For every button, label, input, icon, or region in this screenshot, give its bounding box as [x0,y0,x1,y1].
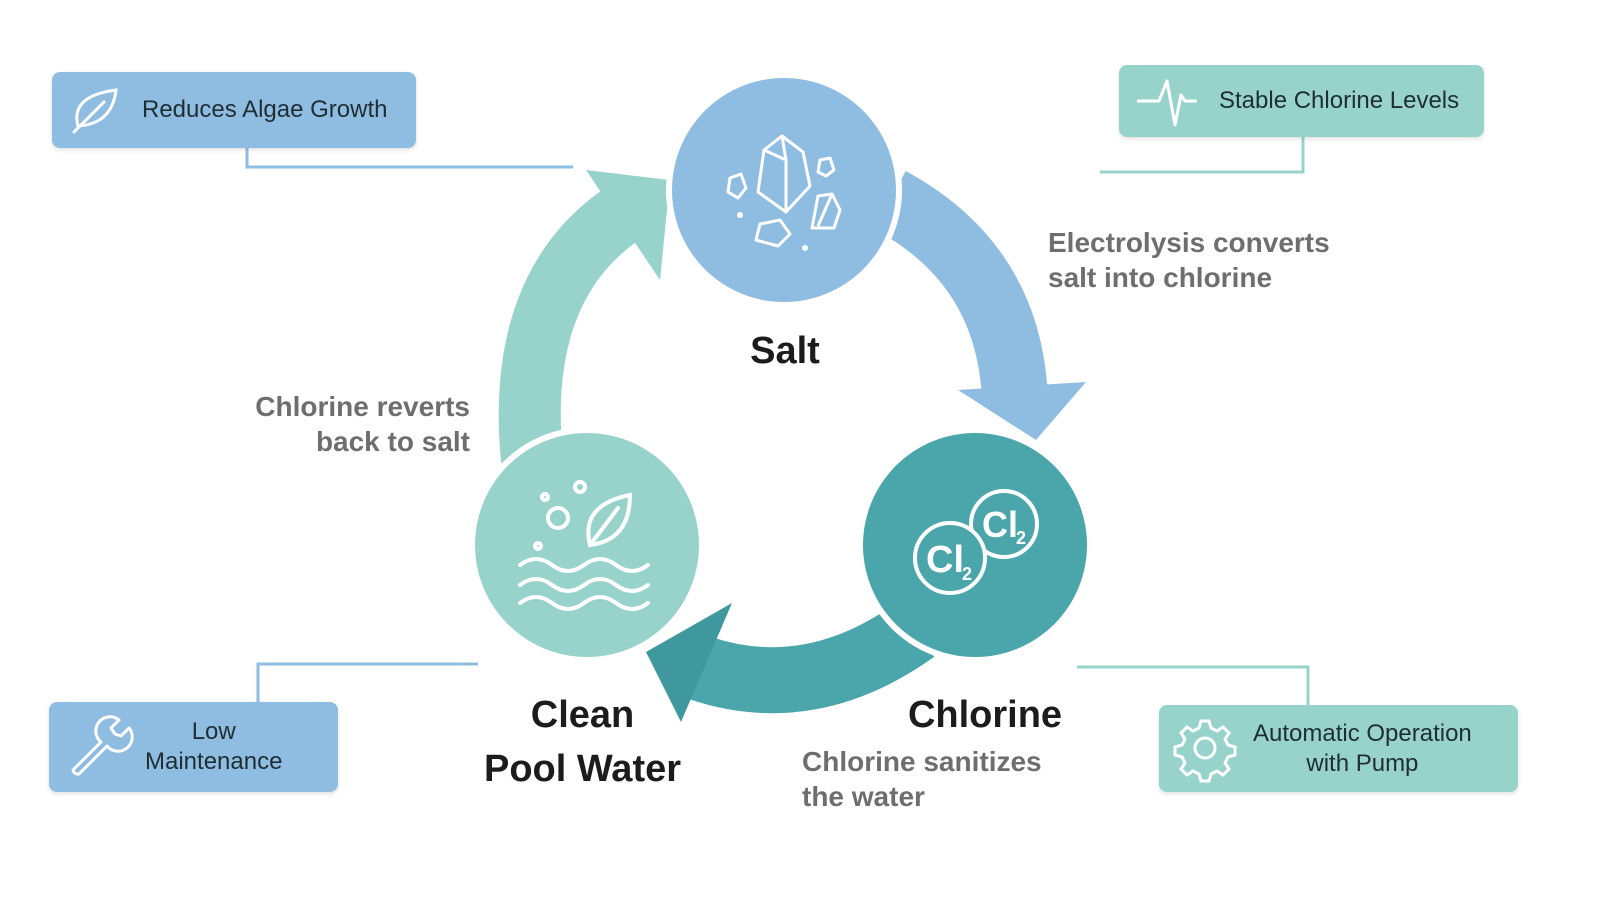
leaf-icon [72,88,118,134]
arrow-water-to-salt [498,170,670,463]
benefit-algae: Reduces Algae Growth [52,72,416,148]
svg-text:2: 2 [962,564,972,584]
algae-label: Reduces Algae Growth [142,96,388,123]
arrow-chlorine-to-water [646,602,935,722]
revert-line2: back to salt [315,426,470,457]
electrolysis-description: Electrolysis converts salt into chlorine [1048,225,1330,295]
water-leaf-icon [518,480,650,611]
revert-line1: Chlorine reverts [255,391,470,422]
arrow-salt-to-chlorine [873,170,1086,440]
chlorine-molecule-icon [913,489,1039,595]
svg-text:Cl: Cl [926,539,964,581]
salt-label: Salt [750,330,820,372]
connector-automatic [1077,665,1310,705]
salt-node [666,72,902,308]
chlorine-label: Chlorine [907,694,1063,736]
water-node [469,427,705,663]
water-label: Clean Pool Water [460,688,705,796]
sanitize-line1: Chlorine sanitizes [802,746,1042,777]
benefit-stable: Stable Chlorine Levels [1119,65,1484,137]
electrolysis-line2: salt into chlorine [1048,262,1273,293]
sanitize-line2: the water [802,781,925,812]
pulse-icon [1137,79,1197,127]
gear-icon [1173,719,1237,783]
connector-maintenance [256,662,478,702]
wrench-icon [71,715,134,776]
revert-description: Chlorine reverts back to salt [200,389,470,459]
water-label-line1: Clean [530,694,635,736]
salt-crystals-icon [726,134,842,248]
svg-text:Cl: Cl [982,504,1018,545]
stable-label: Stable Chlorine Levels [1219,87,1460,114]
water-label-line2: Pool Water [483,748,682,790]
sanitize-description: Chlorine sanitizes the water [802,744,1042,814]
connector-algae [245,148,573,169]
electrolysis-line1: Electrolysis converts [1048,227,1330,258]
connector-stable [1100,137,1305,174]
chlorine-node: Cl 2 Cl 2 [857,427,1093,663]
svg-text:2: 2 [1016,528,1026,548]
